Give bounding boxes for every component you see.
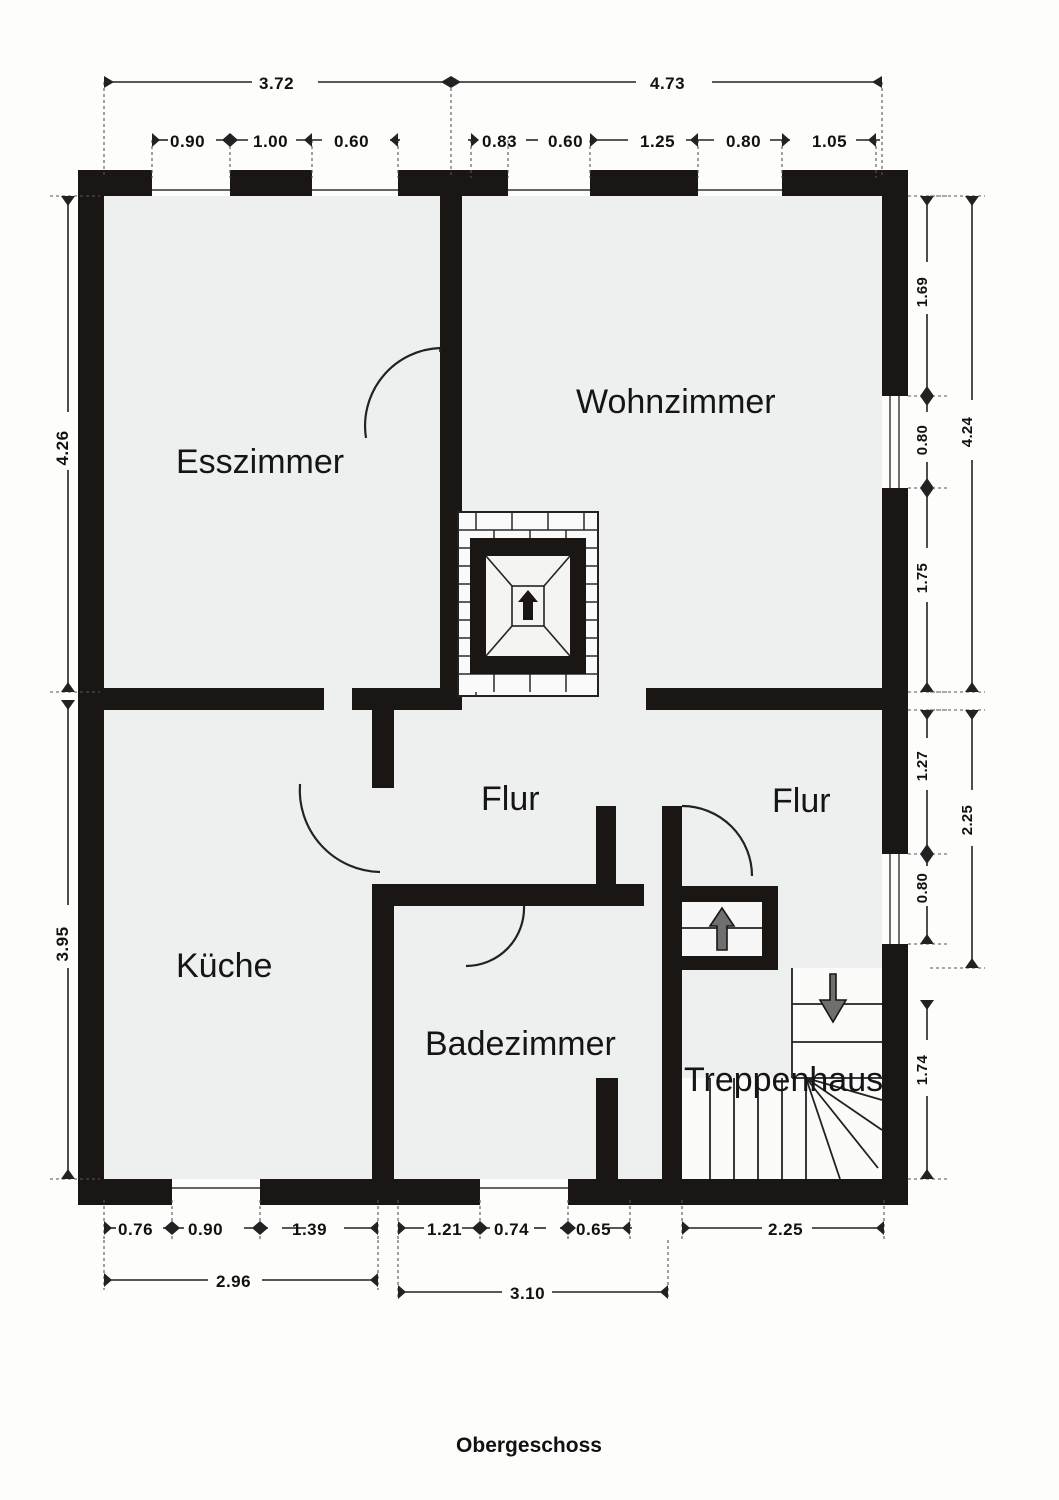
dim-top-detail-8: 1.05 [812,132,847,151]
windows-bottom [172,1179,568,1205]
room-label-wohnzimmer: Wohnzimmer [576,383,776,421]
arrow-up-icon [708,906,736,951]
wall-bad-top-b [524,884,644,906]
doors [298,346,754,968]
dimension-chain-bottom-detail: 0.76 0.90 1.39 1.21 0.74 0.65 2.25 [103,1200,885,1240]
window-top-3 [508,170,590,196]
window-right-2 [882,854,908,944]
wall-kueche-bad [372,884,394,1179]
window-top-4 [698,170,782,196]
wall-ess-kueche-a [104,688,324,710]
wall-landing-bottom [682,956,778,970]
room-label-flur-left: Flur [481,780,540,818]
room-label-flur-right: Flur [772,782,831,820]
arrow-down-icon [818,973,848,1024]
door-kueche [298,783,381,874]
windows-top [152,170,782,196]
dim-top-detail-3: 0.60 [334,132,369,151]
window-right-1 [882,396,908,488]
dim-right-outer-1: 4.24 [959,416,976,447]
chimney-flue [457,511,599,697]
dim-right-inner-5: 0.80 [914,873,931,903]
wall-landing-right [762,886,778,970]
door-esszimmer [364,346,441,439]
dim-top-detail-1: 0.90 [170,132,205,151]
plan-caption: Obergeschoss [456,1434,602,1457]
wall-wohn-flur [646,688,882,710]
dim-bottom-overall-1: 2.96 [216,1272,251,1291]
wall-stub-kueche [372,688,394,788]
dimension-chain-left: 4.26 3.95 [50,195,100,1180]
staircase [682,902,883,1180]
dim-left-2: 3.95 [53,926,72,961]
flue-icon [518,590,538,620]
dim-bottom-detail-4: 1.21 [427,1220,462,1239]
dim-right-inner-4: 1.27 [914,751,931,781]
dim-bottom-detail-3: 1.39 [292,1220,327,1239]
dimension-chain-right-outer: 4.24 2.25 [930,195,985,969]
dimension-chain-top-detail: 0.90 1.00 0.60 0.83 0.60 1.25 0.80 1.05 [151,132,880,178]
room-label-badezimmer: Badezimmer [425,1025,616,1063]
window-bottom-1 [172,1179,260,1205]
wall-bad-top-a [372,884,524,906]
dimension-chain-bottom-overall: 2.96 3.10 [103,1240,669,1303]
dim-bottom-detail-7: 2.25 [768,1220,803,1239]
dim-right-inner-3: 1.75 [914,563,931,593]
windows-right [882,396,908,944]
window-top-2 [312,170,398,196]
dim-top-overall-2: 4.73 [650,74,685,93]
wall-landing-top [682,886,778,902]
window-bottom-2 [480,1179,568,1205]
dim-right-inner-1: 1.69 [914,277,931,307]
wall-bad-treppe [596,1078,618,1179]
dim-top-detail-5: 0.60 [548,132,583,151]
dimension-chain-top-overall: 3.72 4.73 [103,74,883,178]
dim-top-detail-7: 0.80 [726,132,761,151]
dim-bottom-overall-2: 3.10 [510,1284,545,1303]
room-label-treppenhaus: Treppenhaus [684,1061,883,1099]
dim-bottom-detail-1: 0.76 [118,1220,153,1239]
dim-right-inner-2: 0.80 [914,425,931,455]
dim-top-detail-6: 1.25 [640,132,675,151]
dim-bottom-detail-2: 0.90 [188,1220,223,1239]
door-treppenhaus [681,804,754,877]
interior-walls [104,196,882,1179]
room-label-esszimmer: Esszimmer [176,443,344,481]
dim-right-outer-2: 2.25 [959,805,976,835]
dim-left-1: 4.26 [53,430,72,465]
wall-flur-divider [596,806,616,888]
wall-treppe-left-upper [662,806,682,886]
window-top-1 [152,170,230,196]
door-badezimmer [465,905,526,968]
wall-ess-kueche-b [352,688,462,710]
room-label-kueche: Küche [176,947,272,985]
dim-right-inner-6: 1.74 [914,1054,931,1085]
wall-treppe-left [662,886,682,1179]
dim-bottom-detail-6: 0.65 [576,1220,611,1239]
dim-bottom-detail-5: 0.74 [494,1220,529,1239]
stair-run-upper [792,968,882,1078]
dim-top-overall-1: 3.72 [259,74,294,93]
wall-ess-wohn [440,196,462,696]
dim-top-detail-4: 0.83 [482,132,517,151]
dim-top-detail-2: 1.00 [253,132,288,151]
dimension-chain-right-inner: 1.69 0.80 1.75 1.27 0.80 1.74 [908,195,950,1180]
